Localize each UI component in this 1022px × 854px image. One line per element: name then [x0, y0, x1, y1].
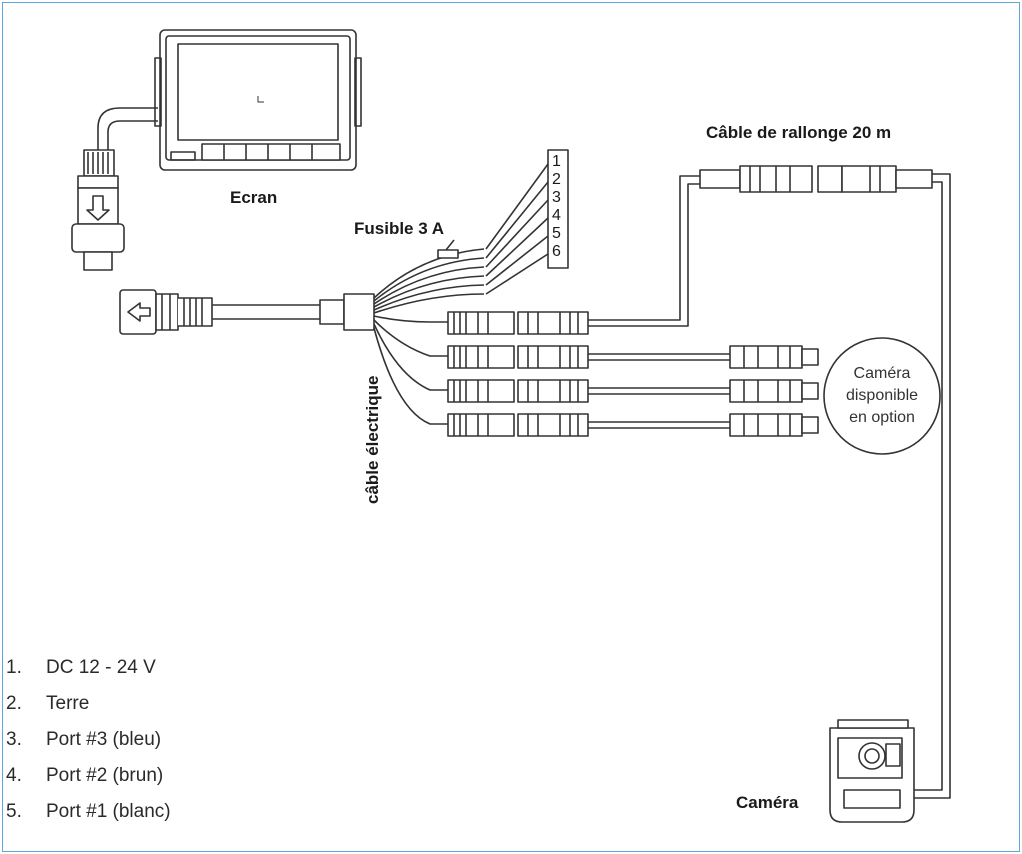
optional-connector-3 — [729, 413, 819, 437]
main-connector — [119, 289, 213, 335]
wire-number-2: 2 — [552, 171, 561, 188]
extension-connector-right — [817, 165, 933, 193]
connector-row-3 — [447, 379, 589, 403]
legend-item: 4. Port #2 (brun) — [0, 758, 171, 794]
monitor-icon — [154, 29, 362, 171]
legend-number: 2. — [6, 693, 22, 714]
legend-number: 3. — [6, 729, 22, 750]
legend-number: 4. — [6, 765, 22, 786]
legend-text: Terre — [46, 693, 90, 714]
monitor-connector — [71, 149, 125, 271]
power-cable-label: câble électrique — [363, 375, 382, 504]
screen-label: Ecran — [230, 188, 277, 207]
legend-number: 1. — [6, 657, 22, 678]
legend-item: 3. Port #3 (bleu) — [0, 722, 171, 758]
legend-item: 1. DC 12 - 24 V — [0, 650, 171, 686]
camera-icon — [829, 719, 915, 823]
wire-number-4: 4 — [552, 207, 561, 224]
wire-number-5: 5 — [552, 225, 561, 242]
connector-row-1 — [447, 311, 589, 335]
extension-connector-left — [699, 165, 813, 193]
legend-text: Port #1 (blanc) — [46, 801, 171, 822]
connector-row-4 — [447, 413, 589, 437]
optional-camera-line2: disponible — [846, 387, 918, 404]
legend-item: 2. Terre — [0, 686, 171, 722]
optional-connector-2 — [729, 379, 819, 403]
camera-label: Caméra — [736, 793, 799, 812]
legend-text: Port #3 (bleu) — [46, 729, 162, 750]
legend-item: 5. Port #1 (blanc) — [0, 794, 171, 830]
legend-number: 5. — [6, 801, 22, 822]
wire-number-3: 3 — [552, 189, 561, 206]
optional-camera-line3: en option — [849, 409, 915, 426]
wire-legend: 1.DC 12 - 24 V 2.Terre 3.Port #3 (bleu) … — [0, 650, 171, 830]
fuse-label: Fusible 3 A — [354, 219, 444, 238]
cable-splitter — [319, 293, 375, 331]
fuse-icon — [437, 249, 459, 259]
wire-number-6: 6 — [552, 243, 561, 260]
extension-cable-label: Câble de rallonge 20 m — [706, 123, 891, 142]
optional-camera-badge — [823, 337, 941, 455]
connector-row-2 — [447, 345, 589, 369]
wire-number-1: 1 — [552, 153, 561, 170]
optional-connector-1 — [729, 345, 819, 369]
legend-text: Port #2 (brun) — [46, 765, 164, 786]
legend-text: DC 12 - 24 V — [46, 657, 156, 678]
optional-camera-line1: Caméra — [854, 365, 911, 382]
